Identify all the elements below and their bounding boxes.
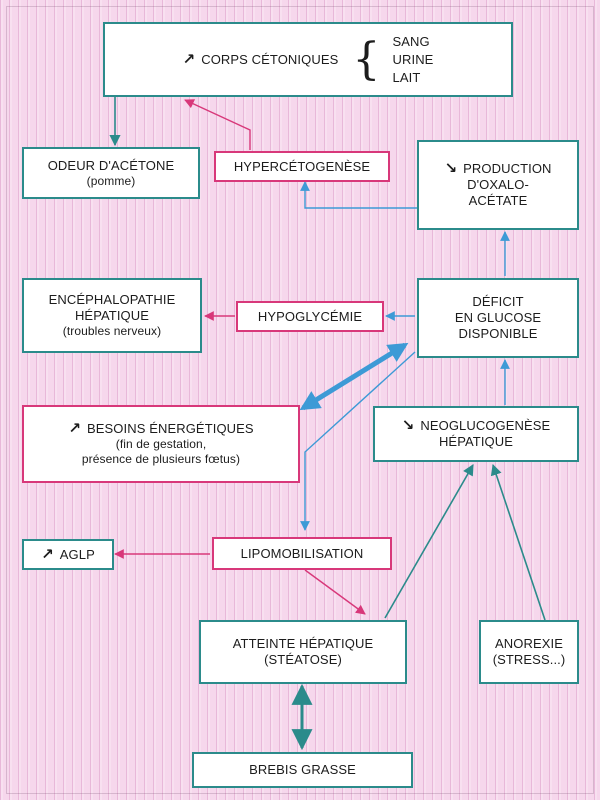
production-line2: D'OXALO- bbox=[467, 177, 529, 192]
node-production-oxaloacetate: ↘ PRODUCTION D'OXALO- ACÉTATE bbox=[417, 140, 579, 230]
node-brebis-grasse: BREBIS GRASSE bbox=[192, 752, 413, 788]
neoglucogenese-line1: NEOGLUCOGENÈSE bbox=[420, 418, 551, 433]
besoins-line2: (fin de gestation, bbox=[115, 437, 207, 451]
node-hypercetogenese: HYPERCÉTOGENÈSE bbox=[214, 151, 390, 182]
hypercetogenese-label: HYPERCÉTOGENÈSE bbox=[233, 158, 371, 174]
besoins-line1: BESOINS ÉNERGÉTIQUES bbox=[86, 421, 254, 436]
node-hypoglycemie: HYPOGLYCÉMIE bbox=[236, 301, 384, 332]
lipomobilisation-label: LIPOMOBILISATION bbox=[240, 545, 364, 561]
node-encephalopathie: ENCÉPHALOPATHIE HÉPATIQUE (troubles nerv… bbox=[22, 278, 202, 353]
source-lait: LAIT bbox=[392, 69, 421, 85]
node-besoins-energetiques: ↗ BESOINS ÉNERGÉTIQUES (fin de gestation… bbox=[22, 405, 300, 483]
production-line3: ACÉTATE bbox=[468, 193, 528, 208]
node-neoglucogenese: ↘ NEOGLUCOGENÈSE HÉPATIQUE bbox=[373, 406, 579, 462]
source-sang: SANG bbox=[392, 33, 430, 49]
brebis-label: BREBIS GRASSE bbox=[249, 762, 356, 777]
up-arrow-icon: ↗ bbox=[182, 50, 196, 68]
corps-label: CORPS CÉTONIQUES bbox=[201, 51, 339, 67]
encephalopathie-line3: (troubles nerveux) bbox=[62, 324, 162, 338]
node-aglp: ↗ AGLP bbox=[22, 539, 114, 570]
encephalopathie-line2: HÉPATIQUE bbox=[74, 308, 150, 323]
node-atteinte-hepatique: ATTEINTE HÉPATIQUE (STÉATOSE) bbox=[199, 620, 407, 684]
source-urine: URINE bbox=[392, 51, 434, 67]
anorexie-line2: (STRESS...) bbox=[492, 652, 566, 667]
node-corps-cetoniques: ↗ CORPS CÉTONIQUES { SANG URINE LAIT bbox=[103, 22, 513, 97]
node-anorexie: ANOREXIE (STRESS...) bbox=[479, 620, 579, 684]
down-arrow-icon: ↘ bbox=[444, 160, 458, 177]
neoglucogenese-line2: HÉPATIQUE bbox=[438, 434, 514, 449]
hypoglycemie-label: HYPOGLYCÉMIE bbox=[257, 308, 363, 324]
page-frame bbox=[6, 6, 594, 794]
encephalopathie-line1: ENCÉPHALOPATHIE bbox=[48, 292, 176, 307]
besoins-line3: présence de plusieurs fœtus) bbox=[81, 452, 241, 466]
deficit-line2: EN GLUCOSE bbox=[454, 310, 542, 325]
production-line1: PRODUCTION bbox=[463, 161, 552, 176]
deficit-line1: DÉFICIT bbox=[472, 294, 524, 309]
anorexie-line1: ANOREXIE bbox=[495, 636, 563, 651]
node-odeur-acetone: ODEUR D'ACÉTONE (pomme) bbox=[22, 147, 200, 199]
odeur-line2: (pomme) bbox=[86, 173, 136, 188]
atteinte-line2: (STÉATOSE) bbox=[264, 652, 342, 667]
atteinte-line1: ATTEINTE HÉPATIQUE bbox=[232, 636, 374, 651]
node-deficit-glucose: DÉFICIT EN GLUCOSE DISPONIBLE bbox=[417, 278, 579, 358]
brace-icon: { bbox=[352, 33, 381, 85]
down-arrow-icon: ↘ bbox=[401, 417, 415, 434]
odeur-line1: ODEUR D'ACÉTONE bbox=[47, 157, 175, 173]
node-lipomobilisation: LIPOMOBILISATION bbox=[212, 537, 392, 570]
deficit-line3: DISPONIBLE bbox=[458, 326, 538, 341]
aglp-label: AGLP bbox=[59, 546, 95, 562]
up-arrow-icon: ↗ bbox=[68, 420, 81, 437]
up-arrow-icon: ↗ bbox=[41, 545, 54, 563]
